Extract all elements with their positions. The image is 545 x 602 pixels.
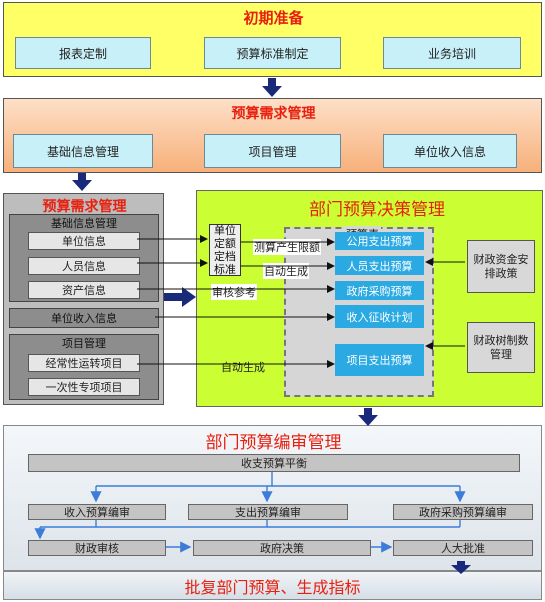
recurring-project-item[interactable]: 经常性运转项目	[28, 354, 140, 372]
block-arrow-5	[451, 561, 471, 574]
block-arrows	[72, 78, 471, 574]
expenditure-review-box[interactable]: 支出预算编审	[188, 504, 348, 520]
project-group: 项目管理 经常性运转项目 一次性专项项目	[9, 334, 159, 400]
budget-demand-panel: 预算需求管理 基础信息管理 项目管理 单位收入信息	[3, 98, 542, 173]
budget-demand-title: 预算需求管理	[231, 106, 316, 122]
final-approval-title: 批复部门预算、生成指标	[184, 577, 361, 597]
basic-info-group: 基础信息管理 单位信息 人员信息 资产信息	[9, 214, 159, 302]
unit-income-item[interactable]: 单位收入信息	[9, 308, 159, 328]
npc-approval-box[interactable]: 人大批准	[393, 540, 533, 556]
staff-info-item[interactable]: 人员信息	[28, 257, 140, 275]
fiscal-quota-management-box[interactable]: 财政树制数管理	[467, 322, 535, 373]
basic-info-group-title: 基础信息管理	[51, 217, 117, 230]
unit-income-box[interactable]: 单位收入信息	[383, 134, 517, 168]
budget-decision-title: 部门预算决策管理	[309, 199, 445, 220]
auto-generate-label-1: 自动生成	[263, 263, 309, 279]
project-expenditure-doc[interactable]: 项目支出预算	[335, 344, 424, 376]
quota-standard-box[interactable]: 单位定额定档标准	[209, 224, 241, 276]
public-expenditure-doc[interactable]: 公用支出预算	[335, 232, 424, 250]
unit-info-item[interactable]: 单位信息	[28, 232, 140, 250]
report-customization-box[interactable]: 报表定制	[15, 37, 151, 69]
business-training-box[interactable]: 业务培训	[383, 37, 521, 69]
budget-compile-title: 部门预算编审管理	[205, 432, 342, 453]
budget-demand-detail-panel: 预算需求管理 基础信息管理 单位信息 人员信息 资产信息 单位收入信息 项目管理…	[3, 193, 164, 405]
budget-standard-box[interactable]: 预算标准制定	[204, 37, 341, 69]
compile-connectors	[34, 472, 466, 553]
asset-info-item[interactable]: 资产信息	[28, 281, 140, 299]
project-group-title: 项目管理	[62, 337, 106, 350]
budget-demand-detail-title: 预算需求管理	[42, 199, 127, 215]
block-arrow-1	[262, 78, 282, 97]
government-decision-box[interactable]: 政府决策	[193, 540, 371, 556]
project-management-box[interactable]: 项目管理	[204, 134, 341, 168]
balance-bar[interactable]: 收支预算平衡	[28, 454, 520, 472]
procurement-review-box[interactable]: 政府采购预算编审	[393, 504, 533, 520]
fiscal-audit-box[interactable]: 财政审核	[28, 540, 166, 556]
budget-decision-panel: 部门预算决策管理 单位定额定档标准 预算表 公用支出预算 人员支出预算 政府采购…	[196, 190, 543, 407]
basic-info-box[interactable]: 基础信息管理	[13, 134, 153, 168]
staff-expenditure-doc[interactable]: 人员支出预算	[335, 256, 424, 275]
initial-preparation-title: 初期准备	[243, 8, 304, 27]
quota-arrow-label: 测算产生限额	[253, 239, 321, 255]
block-arrow-2	[72, 173, 92, 191]
one-time-project-item[interactable]: 一次性专项项目	[28, 378, 140, 396]
gov-procurement-doc[interactable]: 政府采购预算	[335, 281, 424, 300]
fiscal-fund-policy-box[interactable]: 财政资金安排政策	[467, 240, 535, 293]
income-collection-doc[interactable]: 收入征收计划	[335, 305, 424, 328]
initial-preparation-panel: 初期准备 报表定制 预算标准制定 业务培训	[3, 2, 542, 77]
block-arrow-3	[164, 287, 196, 307]
income-review-box[interactable]: 收入预算编审	[28, 504, 166, 520]
final-approval-panel: 批复部门预算、生成指标	[3, 571, 542, 600]
thin-connectors	[137, 235, 465, 368]
block-arrow-4	[358, 408, 378, 426]
